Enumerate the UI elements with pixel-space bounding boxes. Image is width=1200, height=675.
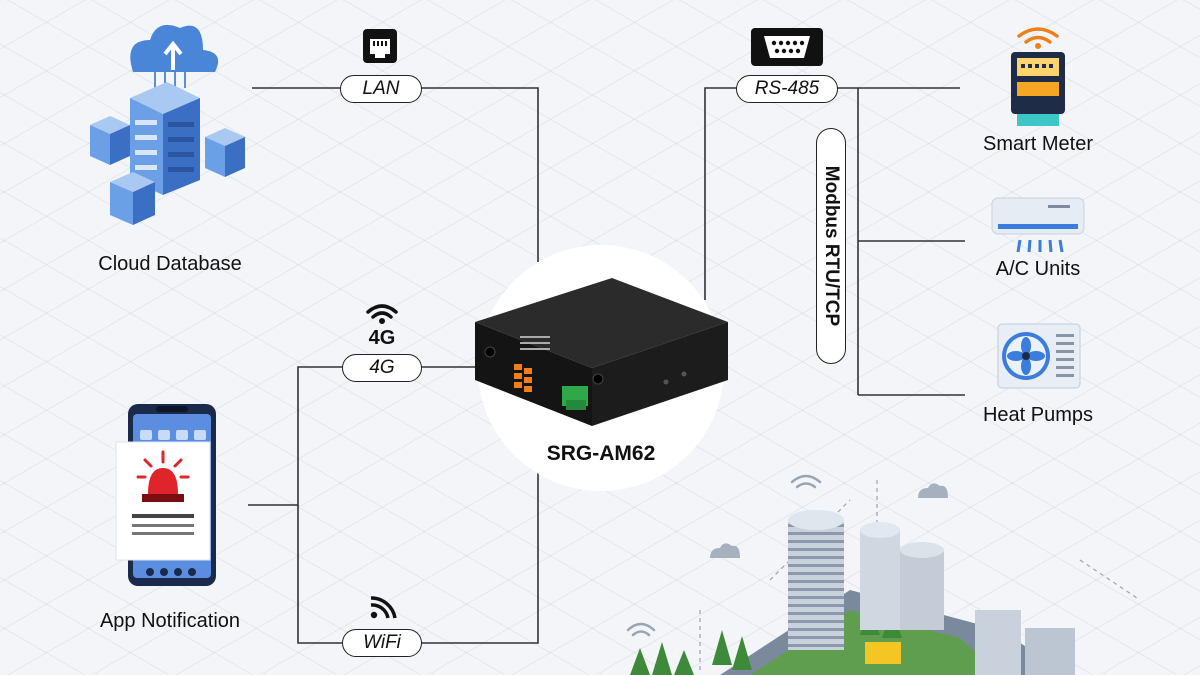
cloud-database-icon <box>90 24 245 225</box>
gateway-device-icon <box>475 278 728 426</box>
4g-line <box>248 366 478 506</box>
protocol-label: Modbus RTU/TCP <box>821 165 842 327</box>
cloud-database-label: Cloud Database <box>98 253 242 275</box>
wifi-line <box>297 472 539 644</box>
lan-line <box>252 87 539 262</box>
heat-pump-icon <box>997 323 1081 389</box>
svg-text:4G: 4G <box>369 327 396 346</box>
4g-signal-icon: 4G <box>366 304 398 346</box>
rs485-pill: RS-485 <box>736 75 838 103</box>
protocol-pill: Modbus RTU/TCP <box>816 128 846 364</box>
4g-pill: 4G <box>342 354 422 382</box>
smart-meter-icon <box>1011 27 1065 126</box>
ethernet-port-icon <box>363 29 397 63</box>
ac-units-label: A/C Units <box>995 258 1081 280</box>
db9-serial-port-icon <box>751 28 823 66</box>
app-notification-icon <box>115 404 216 586</box>
wifi-icon <box>370 596 397 619</box>
device-name: SRG-AM62 <box>546 442 656 465</box>
smart-meter-label: Smart Meter <box>982 133 1094 155</box>
smart-city-illustration <box>626 474 1141 675</box>
wifi-pill: WiFi <box>342 629 422 657</box>
heat-pumps-label: Heat Pumps <box>982 404 1094 426</box>
app-notification-label: App Notification <box>99 610 241 632</box>
ac-unit-icon <box>991 197 1085 253</box>
lan-pill: LAN <box>340 75 422 103</box>
rs485-line <box>704 87 960 300</box>
